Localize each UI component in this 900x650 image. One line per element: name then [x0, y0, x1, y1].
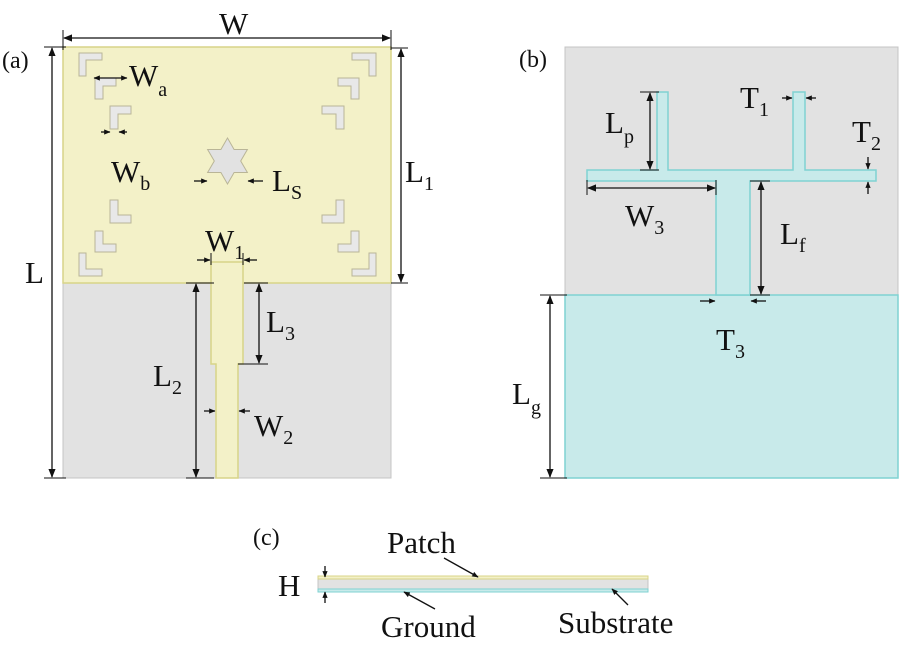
label-t2: T2	[852, 114, 881, 155]
label-l1: L1	[405, 154, 434, 195]
dimension-lg: Lg	[512, 294, 567, 479]
l-slot-icon	[351, 52, 377, 77]
panel-a: (a)	[2, 6, 434, 479]
l-slot-icon	[78, 252, 103, 277]
dimension-lf: Lf	[750, 180, 806, 296]
corner-slots	[78, 52, 377, 277]
dimension-l3: L3	[238, 282, 295, 365]
label-patch: Patch	[387, 525, 456, 560]
panel-c: (c) H Patch Ground Substrate	[253, 525, 673, 644]
label-l: L	[25, 255, 44, 290]
l-slot-icon	[337, 230, 360, 253]
label-t3: T3	[716, 322, 745, 363]
l-slot-icon	[321, 199, 345, 224]
label-l2: L2	[153, 358, 182, 399]
dimension-t1: T1	[740, 80, 816, 121]
side-substrate	[317, 577, 649, 591]
label-l3: L3	[266, 304, 295, 345]
label-lg: Lg	[512, 376, 541, 419]
l-slot-icon	[351, 252, 377, 277]
label-ls: LS	[272, 163, 302, 204]
label-substrate: Substrate	[558, 605, 673, 640]
dimension-l2: L2	[153, 282, 214, 479]
panel-b: (b) Lp T1 T2 W3	[512, 46, 899, 479]
side-patch	[317, 575, 649, 580]
dimension-wb: Wb	[101, 129, 150, 195]
panel-a-tag: (a)	[2, 48, 29, 74]
l-slot-icon	[109, 105, 132, 130]
label-wb: Wb	[111, 154, 150, 195]
dimension-w3: W3	[586, 180, 717, 239]
parasitic-strip	[586, 91, 877, 296]
substrate-leader	[611, 588, 629, 606]
hexagram-slot-icon	[206, 136, 249, 186]
panel-c-tag: (c)	[253, 525, 280, 551]
l-slot-icon	[337, 77, 360, 100]
label-wa: Wa	[129, 58, 167, 101]
side-ground	[317, 588, 649, 593]
dimension-ls: LS	[194, 163, 302, 204]
dimension-lp: Lp	[605, 91, 659, 171]
dimension-t3: T3	[700, 298, 766, 363]
label-t1: T1	[740, 80, 769, 121]
label-ground: Ground	[381, 609, 476, 644]
ground-leader	[403, 591, 436, 610]
label-w: W	[219, 6, 249, 41]
patch-leader	[443, 557, 479, 578]
label-h: H	[278, 568, 300, 603]
dimension-w2: W2	[204, 408, 293, 449]
dimension-w1: W1	[197, 223, 257, 265]
label-lp: Lp	[605, 105, 634, 148]
label-w3: W3	[625, 198, 664, 239]
label-w1: W1	[205, 223, 244, 264]
dimension-h: H	[278, 566, 328, 603]
dimension-t2: T2	[852, 114, 881, 194]
l-slot-icon	[94, 230, 117, 253]
l-slot-icon	[109, 199, 132, 224]
l-slot-icon	[321, 105, 345, 130]
feed-line	[210, 261, 244, 479]
l-slot-icon	[78, 52, 103, 77]
label-w2: W2	[254, 408, 293, 449]
dimension-l: L	[25, 46, 66, 479]
panel-b-tag: (b)	[519, 47, 547, 73]
ground-plane	[564, 294, 899, 479]
label-lf: Lf	[780, 216, 806, 257]
dimension-wa: Wa	[93, 58, 167, 101]
dimension-w: W	[62, 6, 392, 50]
dimension-l1: L1	[391, 47, 434, 284]
